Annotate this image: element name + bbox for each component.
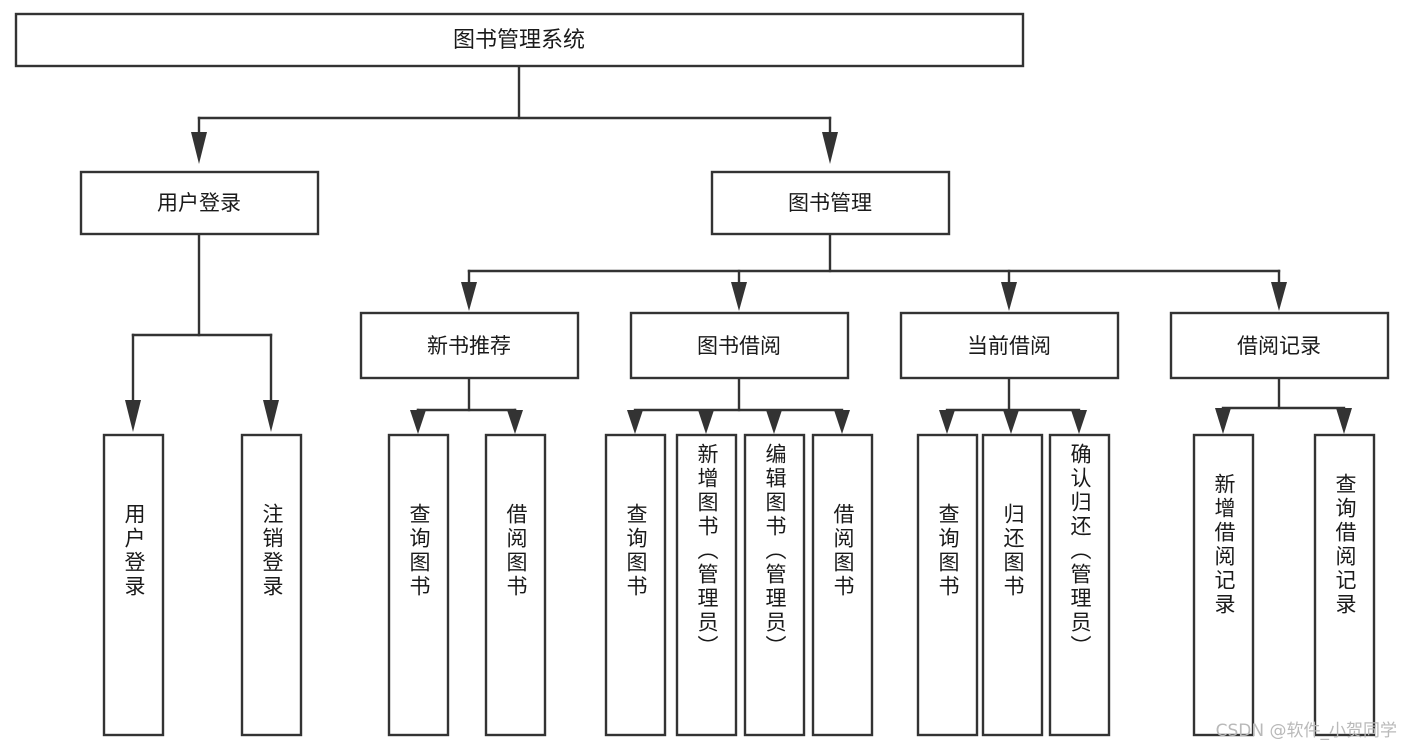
leaf-box-borrow-record-add [1192, 433, 1255, 737]
leaf-box-new-book-borrow [484, 433, 547, 737]
csdn-watermark: CSDN @软件_小贺同学 [1215, 721, 1397, 741]
leaf-node-book-borrow-add[interactable] [675, 433, 738, 737]
node-borrow-record-box [1169, 311, 1390, 380]
arrow-head-newbook [461, 282, 477, 311]
node-root-system-box [14, 12, 1025, 68]
node-user-login-box [79, 170, 320, 236]
connector-group-book-borrow [627, 376, 850, 434]
node-current-borrow[interactable]: 当前借阅 [899, 311, 1120, 380]
connector-group-user-login [125, 232, 279, 432]
arrow-head-bookborrow-l2 [698, 410, 714, 434]
arrow-head-currentborrow-l1 [939, 410, 955, 434]
connector-group-new-book [410, 376, 523, 434]
leaf-box-current-borrow-return [981, 433, 1044, 737]
arrow-head-bookborrow-l3 [766, 410, 782, 434]
leaf-node-current-borrow-query[interactable] [916, 433, 979, 737]
node-user-login-label: 用户登录 [157, 191, 241, 215]
leaf-box-user-login-login [102, 433, 165, 737]
node-root-system-label: 图书管理系统 [453, 28, 585, 53]
node-current-borrow-box [899, 311, 1120, 380]
leaf-box-new-book-query [387, 433, 450, 737]
leaf-node-book-borrow-edit[interactable] [743, 433, 806, 737]
leaf-box-borrow-record-query [1313, 433, 1376, 737]
arrow-head-bookborrow-l4 [834, 410, 850, 434]
connector-group-borrow-record [1215, 376, 1352, 434]
node-current-borrow-label: 当前借阅 [967, 334, 1051, 358]
leaf-box-book-borrow-query [604, 433, 667, 737]
node-new-book-recommend[interactable]: 新书推荐 [359, 311, 580, 380]
arrow-head-bookborrow-l1 [627, 410, 643, 434]
leaf-node-book-borrow-borrow[interactable] [811, 433, 874, 737]
arrow-head-borrowrecord-l2 [1336, 408, 1352, 434]
arrow-head-userlogin-l2 [263, 400, 279, 432]
leaf-node-user-login-logout[interactable] [240, 433, 303, 737]
leaf-box-book-borrow-edit [743, 433, 806, 737]
node-root-system[interactable]: 图书管理系统 [14, 12, 1025, 68]
arrow-head-currentborrow [1001, 282, 1017, 311]
leaf-box-book-borrow-borrow [811, 433, 874, 737]
leaf-box-book-borrow-add [675, 433, 738, 737]
node-book-borrow-box [629, 311, 850, 380]
arrow-head-bookmgmt [822, 132, 838, 164]
node-new-book-recommend-label: 新书推荐 [427, 334, 511, 358]
arrow-head-newbook-l1 [410, 410, 426, 434]
leaf-node-user-login-login[interactable] [102, 433, 165, 737]
connector-group-book-management [461, 232, 1287, 311]
leaf-box-user-login-logout [240, 433, 303, 737]
leaf-node-book-borrow-query[interactable] [604, 433, 667, 737]
leaf-node-current-borrow-confirm[interactable] [1048, 433, 1111, 737]
arrow-head-currentborrow-l3 [1071, 410, 1087, 434]
arrow-head-newbook-l2 [507, 410, 523, 434]
arrow-head-userlogin-l1 [125, 400, 141, 432]
node-borrow-record-label: 借阅记录 [1237, 334, 1321, 358]
node-borrow-record[interactable]: 借阅记录 [1169, 311, 1390, 380]
leaf-node-new-book-query[interactable] [387, 433, 450, 737]
node-book-management-box [710, 170, 951, 236]
node-book-management-label: 图书管理 [788, 191, 872, 215]
leaf-box-current-borrow-query [916, 433, 979, 737]
leaf-node-borrow-record-add[interactable] [1192, 433, 1255, 737]
connector-group-current-borrow [939, 376, 1087, 434]
arrow-head-currentborrow-l2 [1003, 410, 1019, 434]
node-new-book-recommend-box [359, 311, 580, 380]
leaf-node-borrow-record-query[interactable] [1313, 433, 1376, 737]
leaf-node-new-book-borrow[interactable] [484, 433, 547, 737]
leaf-box-current-borrow-confirm [1048, 433, 1111, 737]
connector-group-root [191, 64, 838, 164]
node-book-borrow-label: 图书借阅 [697, 334, 781, 358]
leaf-node-current-borrow-return[interactable] [981, 433, 1044, 737]
node-book-management[interactable]: 图书管理 [710, 170, 951, 236]
arrow-head-bookborrow [731, 282, 747, 311]
arrow-head-userlogin [191, 132, 207, 164]
arrow-head-borrowrecord [1271, 282, 1287, 311]
arrow-head-borrowrecord-l1 [1215, 408, 1231, 434]
node-book-borrow[interactable]: 图书借阅 [629, 311, 850, 380]
node-user-login[interactable]: 用户登录 [79, 170, 320, 236]
